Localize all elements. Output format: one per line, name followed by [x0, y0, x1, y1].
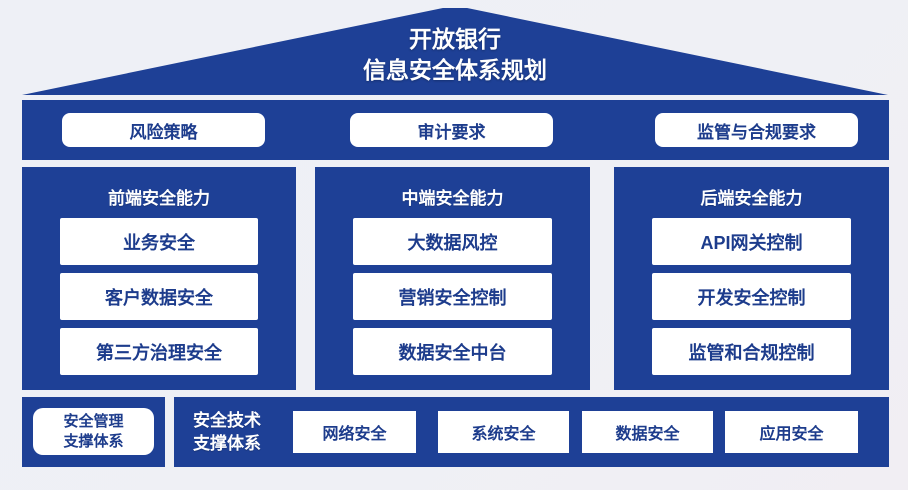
frontend-item-third-party-governance: 第三方治理安全: [60, 328, 258, 375]
technology-support-line1: 安全技术: [193, 411, 261, 430]
midend-item-marketing-security-control: 营销安全控制: [353, 273, 552, 320]
technology-support-label: 安全技术 支撑体系: [193, 409, 261, 455]
column-midend-title: 中端安全能力: [401, 189, 504, 208]
management-support-bar: 安全管理 支撑体系: [22, 397, 165, 467]
midend-item-bigdata-risk-control: 大数据风控: [353, 218, 552, 265]
column-frontend-title: 前端安全能力: [108, 189, 210, 208]
backend-item-dev-security-control: 开发安全控制: [652, 273, 851, 320]
tech-item-application-security: 应用安全: [725, 411, 858, 453]
diagram-title-line1: 开放银行: [409, 26, 501, 52]
backend-item-api-gateway-control: API网关控制: [652, 218, 851, 265]
requirements-bar: 风险策略 审计要求 监管与合规要求: [22, 100, 889, 160]
diagram-title: 开放银行 信息安全体系规划: [22, 24, 888, 86]
requirement-risk-strategy: 风险策略: [62, 113, 265, 147]
frontend-item-customer-data-security: 客户数据安全: [60, 273, 258, 320]
column-midend-security: 中端安全能力 大数据风控 营销安全控制 数据安全中台: [315, 167, 590, 390]
tech-item-data-security: 数据安全: [582, 411, 713, 453]
midend-item-data-security-platform: 数据安全中台: [353, 328, 552, 375]
technology-support-line2: 支撑体系: [193, 434, 261, 453]
management-support-line2: 支撑体系: [63, 432, 124, 450]
roof-banner: 开放银行 信息安全体系规划: [22, 8, 888, 95]
management-support-label: 安全管理 支撑体系: [33, 408, 154, 455]
technology-support-bar: 安全技术 支撑体系 网络安全 系统安全 数据安全 应用安全: [174, 397, 889, 467]
diagram-title-line2: 信息安全体系规划: [363, 57, 547, 83]
requirement-audit: 审计要求: [350, 113, 553, 147]
column-backend-title: 后端安全能力: [700, 189, 803, 208]
frontend-item-business-security: 业务安全: [60, 218, 258, 265]
column-backend-security: 后端安全能力 API网关控制 开发安全控制 监管和合规控制: [614, 167, 889, 390]
management-support-line1: 安全管理: [63, 412, 124, 430]
tech-item-network-security: 网络安全: [293, 411, 416, 453]
column-frontend-security: 前端安全能力 业务安全 客户数据安全 第三方治理安全: [22, 167, 296, 390]
requirement-regulation-compliance: 监管与合规要求: [655, 113, 858, 147]
tech-item-system-security: 系统安全: [438, 411, 569, 453]
backend-item-regulation-compliance-control: 监管和合规控制: [652, 328, 851, 375]
